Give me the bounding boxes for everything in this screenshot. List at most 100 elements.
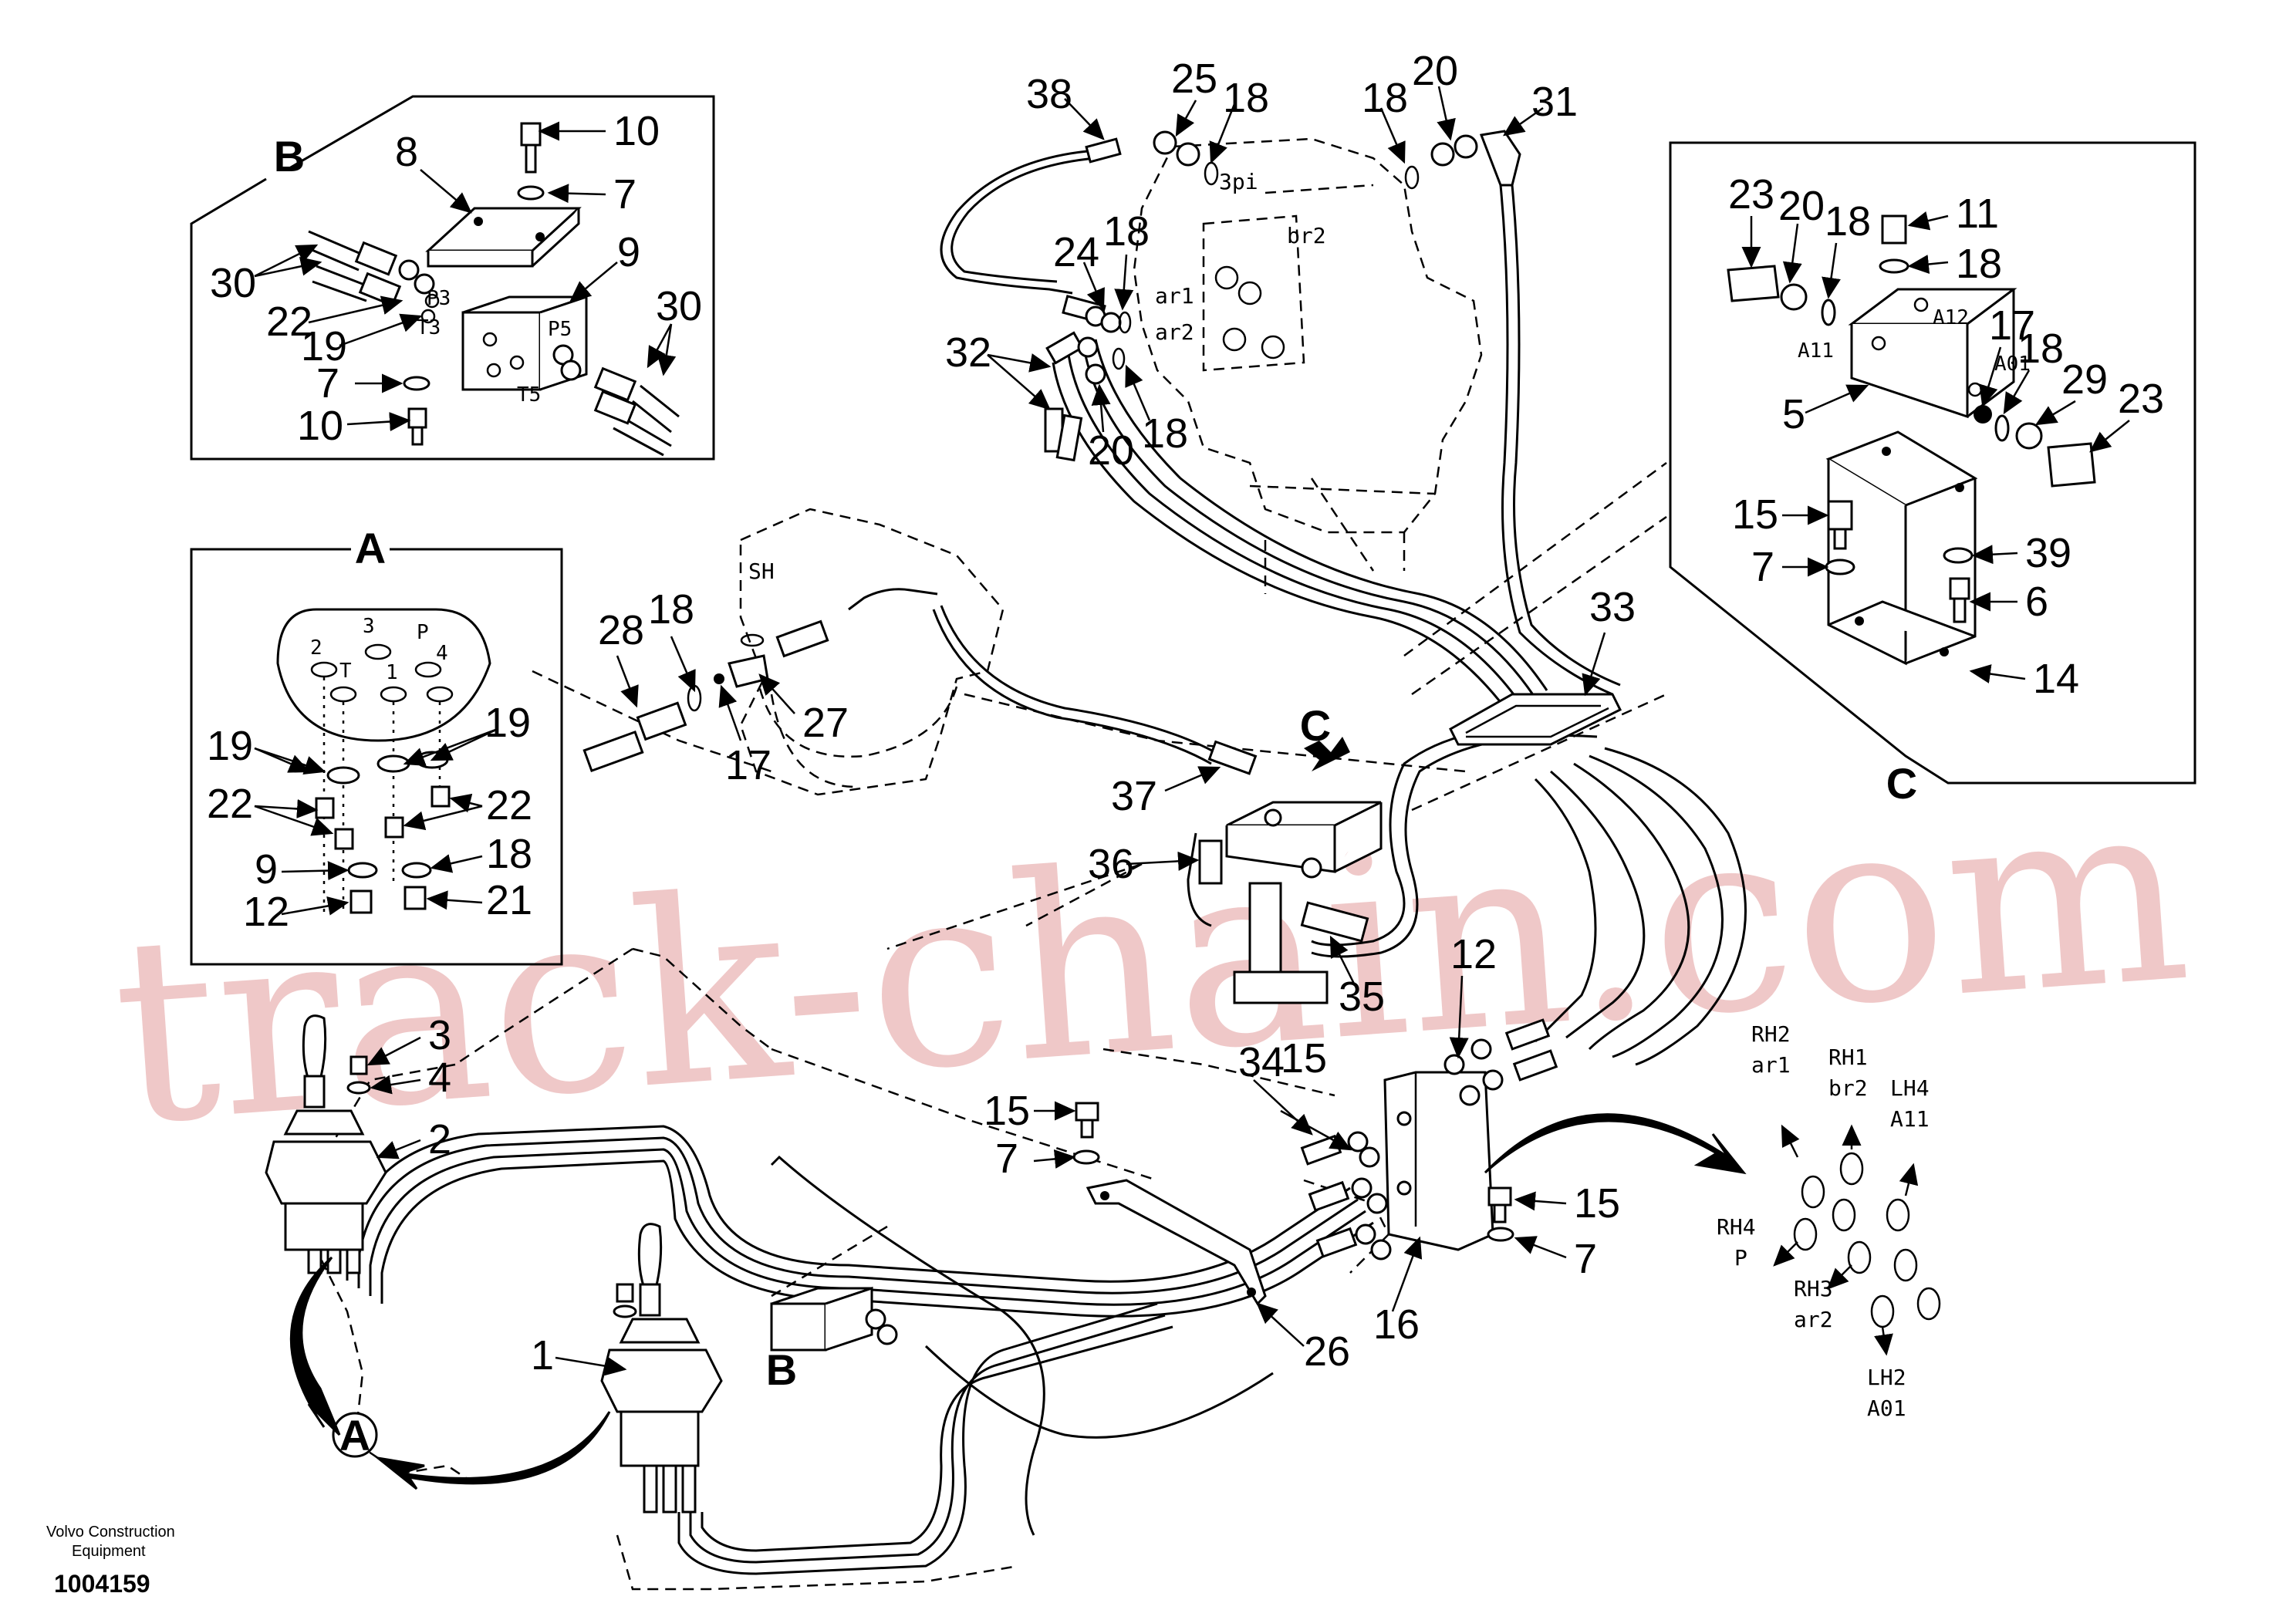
callout-34: 34: [1238, 1039, 1285, 1085]
callout-38: 38: [1026, 71, 1072, 117]
hose-port-map: RH2 ar1 RH1 br2 LH4 A11 RH4 P RH3 ar2 LH…: [1717, 1021, 1941, 1421]
callout-18-a: 18: [486, 831, 532, 877]
detail-c-parts: A12 A11 A01: [1727, 214, 2096, 666]
callout-18-t4: 18: [1142, 410, 1188, 457]
callout-18-c2: 18: [1956, 241, 2002, 287]
hose-map-br2: br2: [1828, 1075, 1868, 1101]
hose-routing: [346, 149, 1747, 1575]
callout-17-s: 17: [725, 742, 772, 788]
callout-22: 22: [266, 299, 312, 345]
callout-12-m: 12: [1450, 931, 1497, 977]
callout-numbers: 10 7 8 9 30 22 19 7 10 30 19 19 22 22 18…: [207, 48, 2164, 1379]
callout-30-b: 30: [656, 283, 702, 329]
detail-a-port-p: P: [417, 621, 429, 644]
valve-port-sh: SH: [748, 559, 775, 584]
callout-31: 31: [1531, 79, 1578, 125]
callout-5: 5: [1782, 391, 1805, 437]
callout-9-a: 9: [255, 846, 278, 893]
detail-a-frame: A: [190, 524, 563, 966]
detail-b-frame: B: [190, 95, 715, 461]
callout-2: 2: [428, 1116, 451, 1163]
callout-36: 36: [1088, 841, 1134, 887]
callout-14: 14: [2033, 656, 2079, 702]
valve-port-ar1: ar1: [1155, 283, 1194, 309]
callout-18-c3: 18: [2017, 326, 2064, 372]
callout-20-t: 20: [1412, 48, 1458, 94]
callout-25: 25: [1171, 56, 1217, 102]
detail-a-port-2: 2: [310, 636, 322, 660]
detail-c-letter: C: [1886, 759, 1917, 808]
callout-19: 19: [301, 323, 347, 370]
callout-12-a: 12: [243, 889, 289, 935]
callout-33: 33: [1589, 584, 1636, 630]
callout-29: 29: [2061, 356, 2108, 403]
detail-c-frame: C: [1669, 141, 2196, 808]
callout-9: 9: [617, 229, 640, 275]
swing-motor: SH: [739, 508, 1004, 796]
brand-line-2: Equipment: [72, 1543, 146, 1560]
detail-a-port-3: 3: [363, 615, 375, 638]
hose-map-p: P: [1734, 1245, 1747, 1271]
callout-26: 26: [1304, 1328, 1350, 1375]
callout-15-m1: 15: [984, 1088, 1030, 1134]
detail-c-port-a11: A11: [1798, 339, 1834, 363]
detail-a-port-1: 1: [386, 661, 398, 684]
callout-20-c: 20: [1778, 183, 1825, 229]
detail-b-parts: P3 T3 P5 T5: [304, 122, 680, 457]
callout-22-a: 22: [207, 781, 253, 827]
leader-lines: [254, 86, 2130, 1376]
callout-24: 24: [1053, 229, 1099, 275]
hose-map-lh4: LH4: [1890, 1075, 1930, 1101]
callout-21-a: 21: [486, 877, 532, 923]
callout-1: 1: [531, 1332, 554, 1379]
callout-16: 16: [1373, 1301, 1420, 1348]
callout-19-a2: 19: [485, 700, 531, 746]
callout-10: 10: [613, 108, 660, 154]
detail-b-port-t3: T3: [417, 316, 441, 339]
callout-35: 35: [1339, 974, 1385, 1020]
callout-10-b: 10: [297, 403, 343, 449]
detail-b-port-p5: P5: [548, 318, 572, 341]
callout-3: 3: [428, 1012, 451, 1058]
callout-23-c2: 23: [2118, 376, 2164, 422]
drawing-number: 1004159: [54, 1570, 150, 1598]
detail-b-letter: B: [274, 132, 305, 181]
callout-32: 32: [945, 329, 991, 376]
callout-17-c: 17: [1989, 302, 2035, 349]
callout-15-m0: 15: [1281, 1035, 1327, 1082]
callout-28: 28: [598, 607, 644, 653]
flow-arrows: [289, 737, 1747, 1490]
callout-15-m2: 15: [1574, 1180, 1620, 1227]
detail-b-port-t5: T5: [517, 383, 541, 407]
callout-15-c: 15: [1732, 491, 1778, 538]
hose-map-a01: A01: [1867, 1396, 1906, 1421]
callout-19-a: 19: [207, 723, 253, 769]
main-fittings: [265, 130, 1622, 1514]
hose-map-rh3: RH3: [1794, 1276, 1833, 1301]
view-labels: A B C: [339, 701, 1331, 1460]
brand-line-1: Volvo Construction: [46, 1524, 175, 1541]
hose-map-ar1: ar1: [1751, 1052, 1791, 1078]
valve-port-ar2: ar2: [1155, 319, 1194, 345]
callout-20-t2: 20: [1088, 427, 1134, 474]
main-label-b: B: [766, 1345, 797, 1394]
callout-18-t2: 18: [1362, 75, 1408, 121]
callout-8: 8: [395, 129, 418, 175]
main-control-valve: 3pi br2 ar1 ar2: [1133, 137, 1483, 594]
callout-18-t3: 18: [1103, 208, 1150, 255]
callout-23-c1: 23: [1728, 171, 1774, 218]
callout-6: 6: [2025, 579, 2048, 625]
callout-18-s: 18: [648, 586, 694, 633]
detail-a-port-t: T: [339, 660, 352, 683]
callout-7-m2: 7: [1574, 1236, 1597, 1282]
callout-27: 27: [802, 700, 849, 746]
hose-map-rh4: RH4: [1717, 1214, 1756, 1240]
callout-39: 39: [2025, 530, 2071, 576]
hose-map-rh1: RH1: [1828, 1045, 1868, 1070]
main-label-c: C: [1300, 701, 1331, 750]
detail-a-letter: A: [355, 524, 386, 572]
hose-map-a11: A11: [1890, 1106, 1930, 1132]
callout-11: 11: [1956, 191, 1999, 237]
valve-port-br2: br2: [1287, 223, 1326, 248]
